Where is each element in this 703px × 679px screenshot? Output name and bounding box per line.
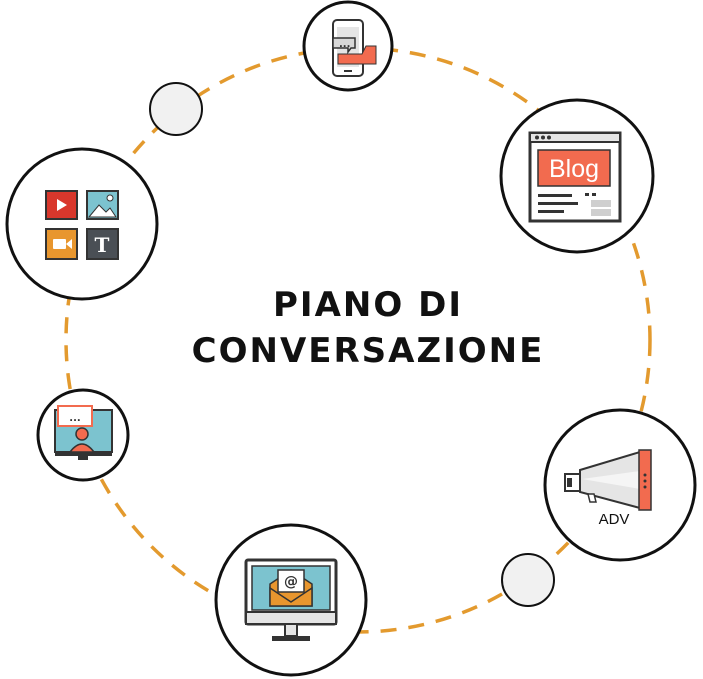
- text-icon: T: [86, 228, 119, 260]
- play-video-icon: [45, 190, 78, 220]
- title-line-2: CONVERSAZIONE: [192, 331, 545, 371]
- smartphone-like-icon: ...: [332, 19, 377, 77]
- video-camera-icon: [45, 228, 78, 260]
- node-blog: Blog: [499, 98, 655, 254]
- blog-webpage-icon: Blog: [528, 131, 622, 223]
- empty-node-bottom-right: [501, 553, 555, 607]
- adv-label: ADV: [599, 511, 630, 528]
- blog-label: Blog: [549, 155, 599, 183]
- node-adv: ADV: [543, 408, 697, 562]
- node-media: T: [5, 147, 159, 301]
- text-tile-letter: T: [95, 233, 110, 257]
- empty-node-top-left: [149, 82, 203, 136]
- email-monitor-icon: @: [244, 558, 338, 641]
- megaphone-icon: [564, 449, 652, 511]
- video-call-icon: ...: [54, 405, 113, 460]
- image-icon: [86, 190, 119, 220]
- node-mobile-chat: ...: [302, 0, 394, 92]
- video-call-dots: ...: [69, 413, 80, 424]
- svg-text:...: ...: [339, 39, 350, 50]
- media-tiles-icon: T: [45, 190, 119, 260]
- title-line-1: PIANO DI: [273, 285, 463, 325]
- node-video-call: ...: [36, 388, 130, 482]
- email-at-label: @: [284, 574, 298, 590]
- node-email: @: [214, 523, 368, 677]
